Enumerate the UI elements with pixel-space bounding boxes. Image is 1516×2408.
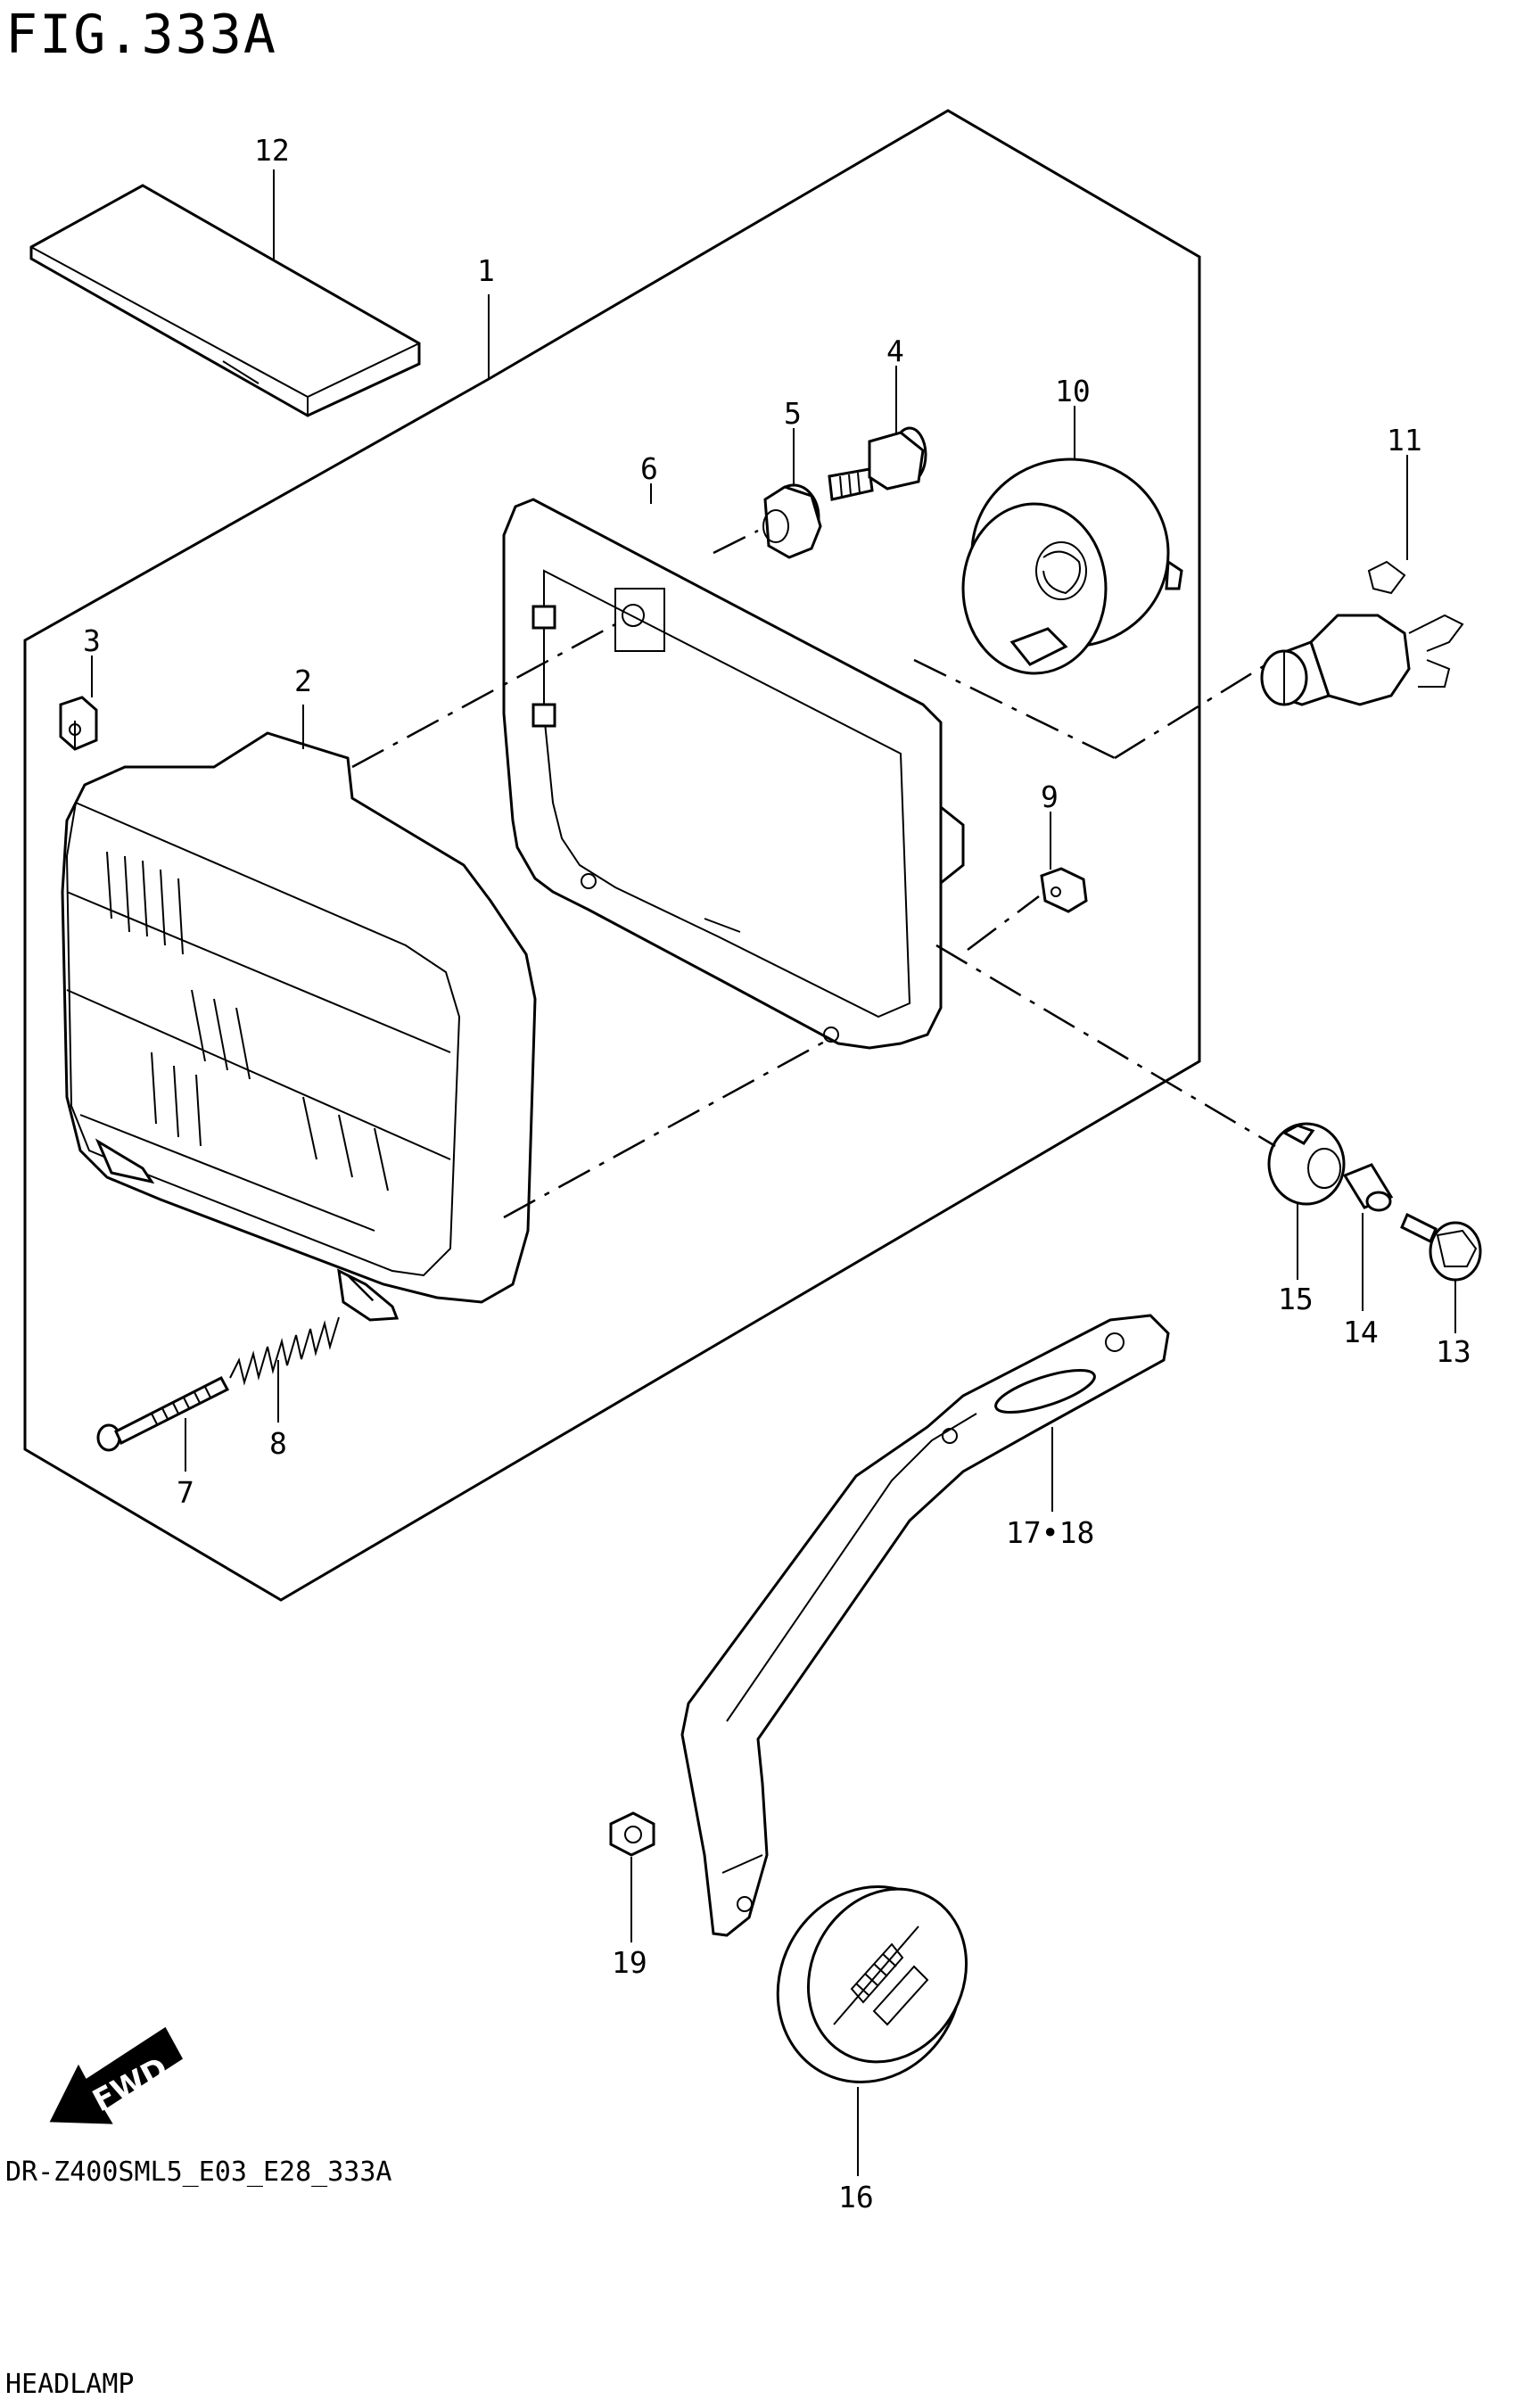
callout-16: 16 bbox=[838, 2180, 874, 2214]
clip-nut-icon bbox=[1040, 867, 1088, 913]
cushion-icon bbox=[1267, 1122, 1346, 1206]
figure-code: DR-Z400SML5_E03_E28_333A bbox=[5, 2156, 392, 2188]
callout-10: 10 bbox=[1055, 374, 1091, 408]
adjusting-screw-icon bbox=[96, 1375, 230, 1452]
socket-cover-icon bbox=[961, 458, 1183, 675]
clip-nut-icon bbox=[59, 696, 98, 751]
callout-8: 8 bbox=[269, 1426, 287, 1461]
callout-6: 6 bbox=[640, 451, 658, 486]
figure-name: HEADLAMP bbox=[5, 2369, 135, 2400]
callout-4: 4 bbox=[886, 334, 904, 368]
callout-15: 15 bbox=[1278, 1282, 1314, 1316]
reflector-icon bbox=[776, 1885, 968, 2083]
callout-12: 12 bbox=[254, 133, 290, 168]
label-icon bbox=[29, 184, 421, 417]
callout-17-18: 17•18 bbox=[1006, 1515, 1094, 1550]
bolt-icon bbox=[1400, 1212, 1482, 1282]
callout-13: 13 bbox=[1436, 1334, 1471, 1369]
nut-icon bbox=[609, 1811, 655, 1857]
callout-14: 14 bbox=[1343, 1315, 1379, 1349]
spring-icon bbox=[229, 1316, 340, 1386]
callout-9: 9 bbox=[1041, 779, 1059, 814]
grommet-icon bbox=[762, 483, 822, 559]
callout-19: 19 bbox=[612, 1945, 647, 1980]
callout-3: 3 bbox=[83, 623, 101, 658]
callout-1: 1 bbox=[477, 253, 495, 288]
bracket-icon bbox=[680, 1314, 1170, 1937]
collar-icon bbox=[1342, 1163, 1394, 1212]
bolt-icon bbox=[828, 426, 927, 501]
assembly-outline bbox=[23, 109, 1201, 1602]
callout-5: 5 bbox=[784, 396, 802, 431]
callout-7: 7 bbox=[177, 1475, 194, 1510]
callout-2: 2 bbox=[294, 664, 312, 698]
callout-11: 11 bbox=[1387, 423, 1422, 458]
fwd-arrow-icon: FWD bbox=[49, 2026, 183, 2124]
alignment-lines bbox=[347, 529, 1276, 1303]
callouts: 1 2 3 4 5 6 7 8 9 10 11 12 13 14 15 16 1… bbox=[83, 133, 1471, 2214]
leader-lines bbox=[91, 169, 1456, 2176]
headlamp-unit-icon bbox=[61, 731, 537, 1322]
rim-frame-icon bbox=[502, 498, 965, 1050]
figure-title: FIG.333A bbox=[5, 4, 277, 66]
bulb-icon bbox=[1260, 560, 1464, 706]
